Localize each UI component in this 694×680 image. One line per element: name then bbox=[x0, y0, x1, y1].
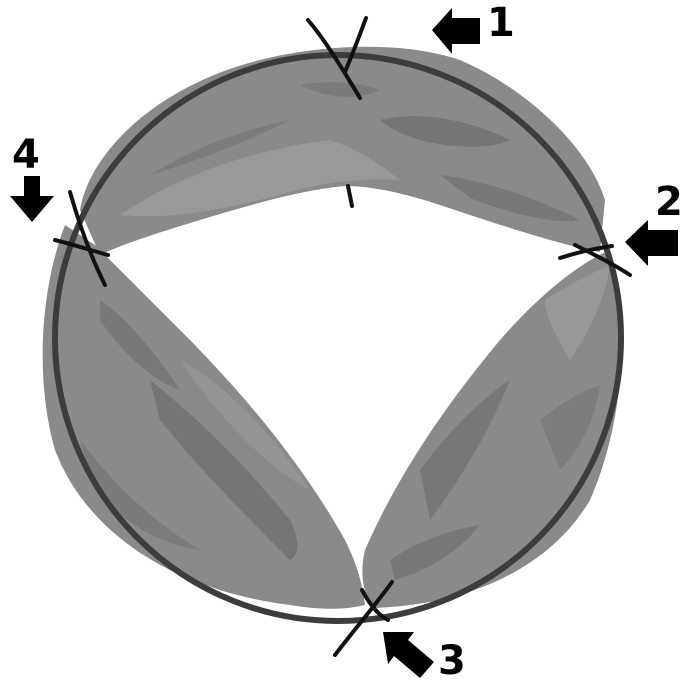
label-1: 1 bbox=[487, 0, 515, 46]
arrow-1-icon bbox=[432, 8, 480, 54]
arrow-2-icon bbox=[625, 220, 678, 266]
fabric-panel-right bbox=[362, 250, 621, 608]
label-2: 2 bbox=[655, 179, 683, 225]
arrow-3-icon bbox=[383, 632, 434, 678]
fabric-panel-left bbox=[43, 225, 365, 609]
label-3: 3 bbox=[438, 638, 466, 680]
label-4: 4 bbox=[12, 132, 40, 178]
arrow-4-icon bbox=[10, 176, 54, 222]
fabric-panel-top bbox=[80, 47, 605, 255]
